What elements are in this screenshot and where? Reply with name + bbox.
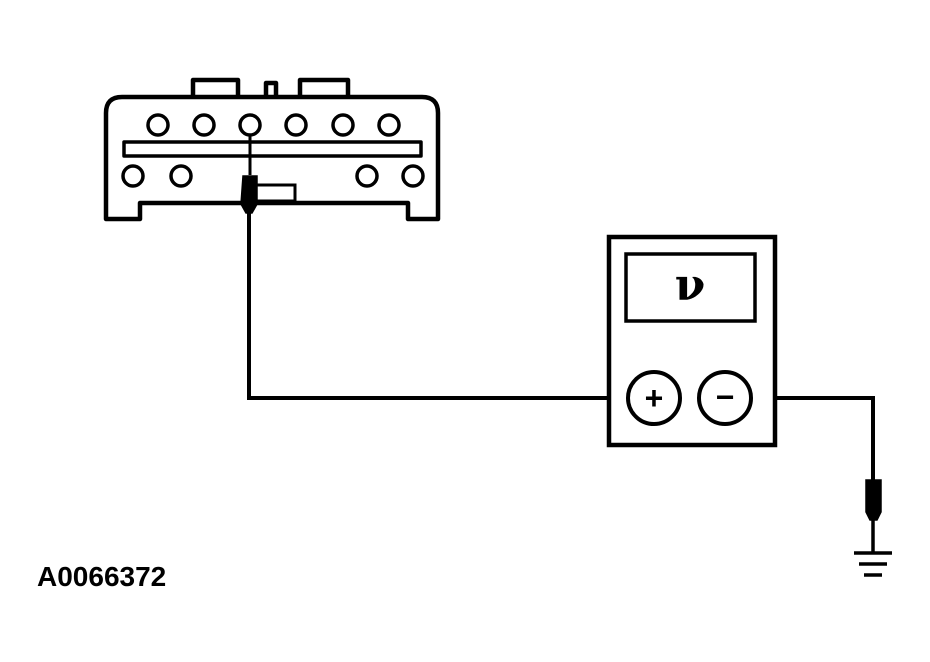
connector-pin [355, 164, 379, 188]
voltmeter-display-symbol: ν [675, 260, 706, 311]
connector-pin [121, 164, 145, 188]
voltmeter: ν + − [606, 234, 778, 448]
positive-terminal [626, 370, 682, 426]
negative-probe [865, 479, 882, 521]
connector-pin [238, 113, 262, 137]
connector-pins-bottom-row [121, 164, 425, 188]
connector-pin [331, 113, 355, 137]
connector-tab-right [297, 77, 351, 97]
connector-pin [377, 113, 401, 137]
positive-back-probe [240, 175, 258, 214]
ground-symbol-icon [854, 551, 892, 577]
negative-test-lead [751, 396, 875, 485]
connector-tab-left [190, 77, 241, 97]
connector-pin [192, 113, 216, 137]
connector-pin [401, 164, 425, 188]
connector-latch [263, 80, 279, 97]
connector-housing [103, 94, 441, 222]
figure-id: A0066372 [37, 561, 166, 592]
connector-pins-top-row [146, 113, 401, 137]
connector-pin [169, 164, 193, 188]
positive-test-lead [247, 212, 627, 400]
probe-lock-box [250, 183, 297, 203]
voltmeter-display [624, 252, 757, 323]
connector-pin [284, 113, 308, 137]
positive-terminal-label: + [645, 380, 664, 416]
negative-terminal [697, 370, 753, 426]
negative-terminal-label: − [716, 379, 735, 415]
connector-slot [122, 140, 423, 158]
connector [103, 77, 441, 222]
connector-pin [146, 113, 170, 137]
